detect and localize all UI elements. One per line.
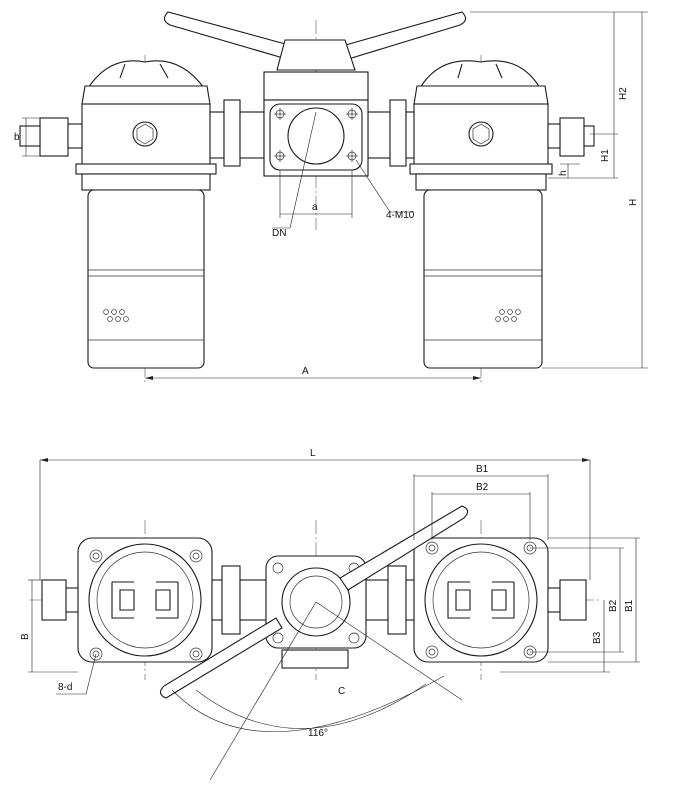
valve-handle (163, 11, 467, 101)
label-H2: H2 (618, 87, 629, 100)
dim-angle: C 116° (171, 601, 463, 781)
dim-a: A (145, 366, 481, 380)
top-view: L B1 B2 B B2 (20, 448, 640, 781)
label-A: A (302, 366, 309, 377)
dim-heights: H2 H1 h H (470, 11, 648, 369)
label-B3: B3 (592, 631, 603, 644)
right-cap (413, 60, 549, 105)
label-H: H (628, 199, 639, 206)
left-cap (81, 60, 211, 105)
dim-holes: 8-d (56, 653, 97, 695)
label-B: B (20, 633, 31, 640)
label-DN: DN (272, 228, 286, 239)
dim-a-small: a DN 4-M10 (272, 111, 415, 239)
label-bolt: 4-M10 (386, 210, 415, 221)
dim-b-top: B (20, 579, 78, 673)
label-a: a (312, 202, 318, 213)
label-h: h (558, 170, 569, 176)
right-vent-plug (468, 121, 494, 147)
dim-l: L (39, 448, 591, 580)
label-holes: 8-d (58, 682, 72, 693)
label-B2-top: B2 (476, 482, 489, 493)
dim-right: B2 B1 B3 (500, 537, 640, 673)
dim-b1-b2-top: B1 B2 (413, 464, 549, 540)
left-outlet (39, 117, 69, 157)
dim-b: b (14, 117, 40, 157)
label-L: L (310, 448, 316, 459)
label-H1: H1 (600, 149, 611, 162)
label-angle: 116° (308, 728, 328, 739)
right-bowl (423, 189, 543, 369)
label-C: C (338, 686, 345, 697)
label-b: b (14, 132, 20, 143)
front-view: A a DN 4-M10 b (14, 11, 648, 385)
left-vent-plug (132, 121, 158, 147)
right-outlet (559, 117, 585, 157)
label-B1-top: B1 (476, 464, 489, 475)
left-bowl (87, 189, 205, 369)
label-B1-right: B1 (624, 599, 635, 612)
label-B2-right: B2 (608, 599, 619, 612)
handle-top (159, 505, 469, 699)
